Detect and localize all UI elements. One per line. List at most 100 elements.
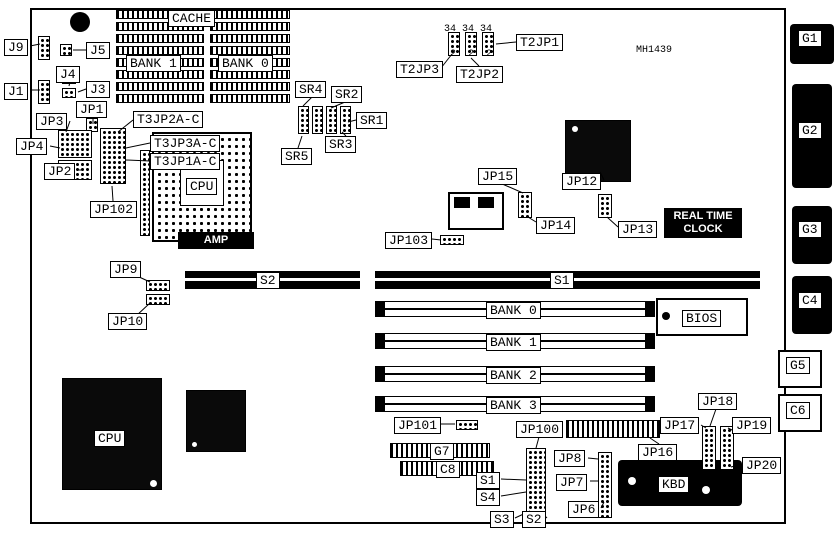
jp15-chip-1 xyxy=(454,197,470,208)
cache-chip-b3 xyxy=(210,34,290,43)
jp9-label: JP9 xyxy=(110,261,142,278)
jp15-chip-outline xyxy=(448,192,504,230)
jumper-j9 xyxy=(38,36,50,60)
g3-label: G3 xyxy=(798,221,822,238)
jumper-jp100 xyxy=(526,448,546,514)
c8-label: C8 xyxy=(436,461,460,478)
c6-connector xyxy=(778,394,822,432)
jp20-label: JP20 xyxy=(742,457,782,474)
cache-chip-b2 xyxy=(210,22,290,31)
g2-label: G2 xyxy=(798,122,822,139)
cpu-bottom-label: CPU xyxy=(94,430,126,447)
bios-notch xyxy=(662,312,670,320)
jumper-t3jp xyxy=(100,128,126,184)
jumper-jp15 xyxy=(518,192,532,218)
jp6-label: JP6 xyxy=(568,501,600,518)
jumper-jp10 xyxy=(146,294,170,305)
c6-label: C6 xyxy=(786,402,810,419)
jumper-sr-2 xyxy=(312,106,323,134)
jp15-label: JP15 xyxy=(478,168,518,185)
s2-slot-label: S2 xyxy=(256,272,280,289)
cache-chip-b7 xyxy=(210,82,290,91)
rtc-label: REAL TIME CLOCK xyxy=(664,208,742,238)
jp12-label: JP12 xyxy=(562,173,602,190)
jumper-jp103 xyxy=(440,235,464,245)
cache-label: CACHE xyxy=(168,10,216,27)
cache-chip-b8 xyxy=(210,94,290,103)
t2jp2-label: T2JP2 xyxy=(456,66,504,83)
jp18-label: JP18 xyxy=(698,393,738,410)
s2-bottom-label: S2 xyxy=(522,511,546,528)
jumper-sr-4 xyxy=(340,106,351,134)
jumper-t2jp-1 xyxy=(448,32,460,56)
cache-chip-a3 xyxy=(116,34,204,43)
mounting-hole xyxy=(70,12,90,32)
jp103-label: JP103 xyxy=(385,232,433,249)
t3jp3ac-label: T3JP3A-C xyxy=(150,135,221,152)
jp101-label: JP101 xyxy=(394,417,442,434)
bios-label: BIOS xyxy=(682,310,722,327)
t2jp1-label: T2JP1 xyxy=(516,34,564,51)
t2jp3-label: T2JP3 xyxy=(396,61,444,78)
kbd-top-header xyxy=(566,420,660,438)
jumper-jp3-jp4 xyxy=(58,130,92,158)
jp7-label: JP7 xyxy=(556,474,588,491)
jumper-jp9 xyxy=(146,280,170,291)
jp8-label: JP8 xyxy=(554,450,586,467)
s4-label: S4 xyxy=(476,489,500,506)
jumper-j5 xyxy=(60,44,72,56)
jumper-sr-1 xyxy=(298,106,309,134)
jumper-j3 xyxy=(62,88,76,98)
qfp2-pin1-dot xyxy=(192,442,197,447)
amp-label: AMP xyxy=(178,232,254,249)
jp15-chip-2 xyxy=(478,197,494,208)
mh1439-text: MH1439 xyxy=(636,45,673,56)
jumper-jp13 xyxy=(598,194,612,218)
pins34-text: 34 34 34 xyxy=(444,24,493,35)
bank2-simm-label: BANK 2 xyxy=(486,367,541,384)
sr1-label: SR1 xyxy=(356,112,388,129)
j5-label: J5 xyxy=(86,42,110,59)
jumper-jp1 xyxy=(86,118,98,132)
jp2-label: JP2 xyxy=(44,163,76,180)
kbd-hole-1 xyxy=(628,477,636,485)
jp1-label: JP1 xyxy=(76,101,108,118)
jp19-label: JP19 xyxy=(732,417,772,434)
s1-slot-label: S1 xyxy=(550,272,574,289)
cache-chip-a8 xyxy=(116,94,204,103)
jp100-label: JP100 xyxy=(516,421,564,438)
cache-chip-a4 xyxy=(116,46,204,55)
g7-label: G7 xyxy=(430,443,454,460)
sr2-label: SR2 xyxy=(331,86,363,103)
bank3-simm-label: BANK 3 xyxy=(486,397,541,414)
jumper-jp17-jp18 xyxy=(702,426,716,470)
sr3-label: SR3 xyxy=(325,136,357,153)
j9-label: J9 xyxy=(4,39,28,56)
jp102-label: JP102 xyxy=(90,201,138,218)
jp3-label: JP3 xyxy=(36,113,68,130)
jp17-label: JP17 xyxy=(660,417,700,434)
g5-label: G5 xyxy=(786,357,810,374)
cache-chip-b4 xyxy=(210,46,290,55)
t3jp2ac-label: T3JP2A-C xyxy=(133,111,204,128)
kbd-label: KBD xyxy=(658,476,690,493)
t3jp1ac-label: T3JP1A-C xyxy=(150,153,221,170)
qfp-chip-2 xyxy=(186,390,246,452)
jumper-t2jp-2 xyxy=(465,32,477,56)
s1-bottom-label: S1 xyxy=(476,472,500,489)
jumper-jp8-jp7-jp6 xyxy=(598,452,612,518)
c4-label: C4 xyxy=(798,292,822,309)
socket-left-pins xyxy=(140,150,150,236)
cpu-socket-label: CPU xyxy=(186,178,218,195)
jp14-label: JP14 xyxy=(536,217,576,234)
jumper-sr-3 xyxy=(326,106,337,134)
jp4-label: JP4 xyxy=(16,138,48,155)
jumper-jp101 xyxy=(456,420,478,430)
jp13-label: JP13 xyxy=(618,221,658,238)
sr4-label: SR4 xyxy=(295,81,327,98)
cache-chip-a7 xyxy=(116,82,204,91)
jp16-label: JP16 xyxy=(638,444,678,461)
s3-label: S3 xyxy=(490,511,514,528)
cache-chip-b1 xyxy=(210,10,290,19)
